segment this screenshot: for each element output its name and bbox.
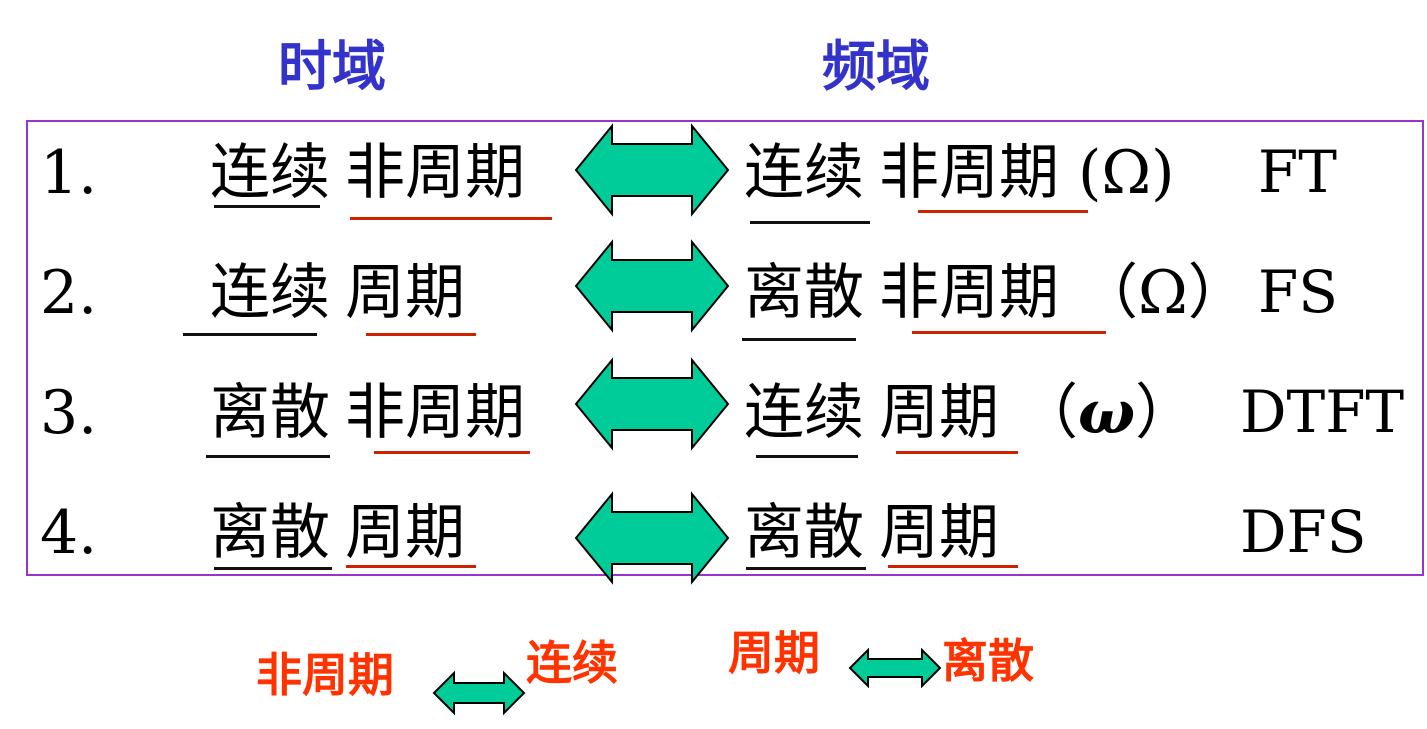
- row-2-freq-underline-b: [912, 331, 1106, 334]
- row-1-abbreviation: FT: [1258, 138, 1337, 206]
- row-1-variable: (Ω): [1078, 138, 1175, 208]
- row-3-var-open: （: [1018, 378, 1078, 448]
- row-3-time-a: 离散: [210, 378, 330, 448]
- row-4-number: 4.: [40, 498, 98, 568]
- row-2-freq-underline-a: [742, 338, 856, 341]
- row-2-time-underline-b: [366, 333, 476, 336]
- transform-table: [26, 120, 1424, 576]
- row-4-double-arrow-icon: [574, 491, 730, 585]
- row-1-number: 1.: [40, 138, 98, 208]
- row-4-freq-b: 周期: [879, 498, 999, 568]
- row-4-time-b: 周期: [345, 498, 465, 568]
- row-3-freq-a: 连续: [744, 378, 864, 448]
- time-domain-header: 时域: [278, 35, 386, 98]
- row-3-abbreviation: DTFT: [1240, 378, 1405, 446]
- row-4-freq-underline-b: [888, 565, 1018, 568]
- row-3-time-underline-a: [206, 455, 330, 458]
- row-1-time-b: 非周期: [345, 138, 525, 208]
- row-3-var-close: ）: [1135, 378, 1196, 448]
- row-1-time-underline-b: [350, 217, 552, 220]
- frequency-domain-header: 频域: [822, 35, 930, 98]
- row-2-time-b: 周期: [345, 258, 465, 328]
- row-1-freq-underline-a: [750, 221, 870, 224]
- row-4-time-underline-b: [346, 565, 476, 568]
- row-4-abbreviation: DFS: [1240, 498, 1367, 566]
- row-2-variable: （Ω）: [1078, 258, 1248, 328]
- row-3-freq-b: 周期: [879, 378, 999, 448]
- row-2-double-arrow-icon: [574, 239, 730, 333]
- row-2-number: 2.: [40, 258, 98, 328]
- row-3-time-b: 非周期: [345, 378, 525, 448]
- row-4-time-a: 离散: [210, 498, 330, 568]
- row-1-time-a: 连续: [210, 138, 330, 208]
- row-4-freq-a: 离散: [744, 498, 864, 568]
- row-2-time-underline-a: [183, 333, 317, 336]
- legend-right-double-arrow-icon: [848, 648, 942, 688]
- row-2-freq-b: 非周期: [879, 258, 1059, 328]
- row-3-freq-underline-b: [896, 451, 1018, 454]
- legend-continuous: 连续: [526, 636, 618, 690]
- row-3-freq-underline-a: [756, 455, 858, 458]
- row-4-freq-underline-a: [746, 567, 866, 570]
- row-1-freq-underline-b: [918, 210, 1088, 213]
- row-1-double-arrow-icon: [574, 123, 730, 217]
- row-1-time-underline-a: [214, 205, 320, 208]
- omega-symbol: ω: [1078, 378, 1136, 448]
- legend-periodic: 周期: [728, 626, 820, 680]
- legend-left-double-arrow-icon: [432, 670, 526, 716]
- row-1-freq-a: 连续: [744, 138, 864, 208]
- row-2-freq-a: 离散: [744, 258, 864, 328]
- legend-discrete: 离散: [942, 634, 1034, 688]
- legend-aperiodic: 非周期: [256, 648, 394, 702]
- row-1-freq-b: 非周期: [879, 138, 1059, 208]
- row-3-number: 3.: [40, 378, 98, 448]
- row-3-double-arrow-icon: [574, 357, 730, 451]
- row-3-variable: （ω）: [1018, 383, 1195, 443]
- row-4-time-underline-a: [214, 567, 332, 570]
- row-2-abbreviation: FS: [1258, 258, 1338, 326]
- row-3-time-underline-b: [374, 451, 530, 454]
- row-2-time-a: 连续: [210, 258, 330, 328]
